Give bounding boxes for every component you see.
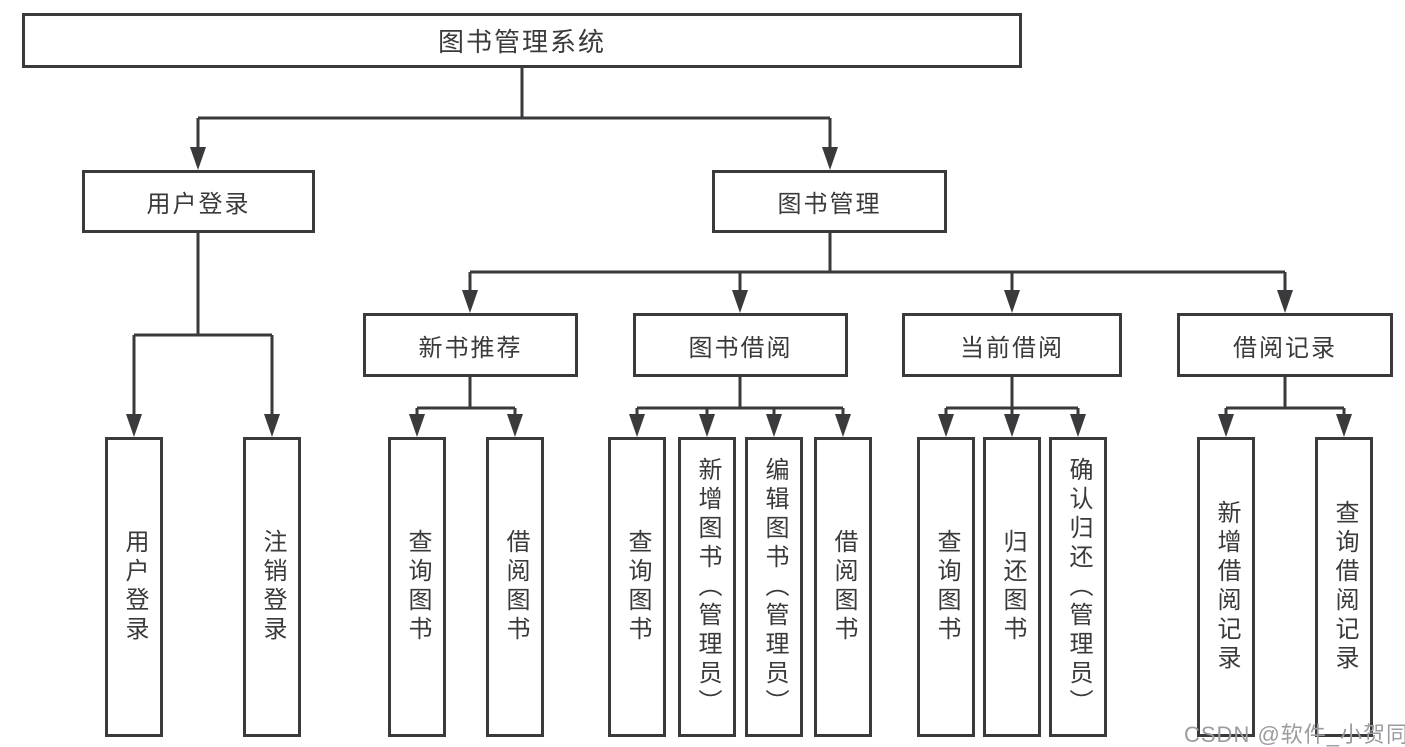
leaf-label: 确认归还（管理员） bbox=[1065, 456, 1092, 718]
leaf-query-book-3: 查询图书 bbox=[917, 437, 975, 737]
node-book-borrow: 图书借阅 bbox=[633, 313, 848, 377]
node-user-login: 用户登录 bbox=[82, 170, 315, 233]
leaf-label: 查询图书 bbox=[624, 529, 651, 645]
node-label: 图书管理系统 bbox=[437, 27, 606, 57]
leaf-query-borrow-record: 查询借阅记录 bbox=[1315, 437, 1373, 737]
leaf-label: 借阅图书 bbox=[830, 529, 857, 645]
leaf-label: 新增借阅记录 bbox=[1213, 500, 1240, 674]
node-book-management: 图书管理 bbox=[712, 170, 947, 233]
leaf-return-book: 归还图书 bbox=[983, 437, 1041, 737]
node-label: 图书管理 bbox=[777, 191, 882, 218]
leaf-label: 注销登录 bbox=[259, 529, 286, 645]
leaf-confirm-return-admin: 确认归还（管理员） bbox=[1049, 437, 1107, 737]
node-borrow-records: 借阅记录 bbox=[1177, 313, 1393, 377]
leaf-query-book-1: 查询图书 bbox=[388, 437, 446, 737]
node-label: 用户登录 bbox=[146, 191, 251, 218]
leaf-label: 用户登录 bbox=[121, 529, 148, 645]
leaf-logout: 注销登录 bbox=[243, 437, 301, 737]
node-label: 图书借阅 bbox=[688, 334, 793, 362]
leaf-borrow-book-1: 借阅图书 bbox=[486, 437, 544, 737]
node-current-borrow: 当前借阅 bbox=[902, 313, 1122, 377]
leaf-label: 编辑图书（管理员） bbox=[761, 456, 788, 718]
leaf-user-login: 用户登录 bbox=[105, 437, 163, 737]
leaf-label: 查询图书 bbox=[933, 529, 960, 645]
leaf-add-borrow-record: 新增借阅记录 bbox=[1197, 437, 1255, 737]
node-label: 当前借阅 bbox=[960, 334, 1064, 362]
node-new-book-recommend: 新书推荐 bbox=[363, 313, 578, 377]
leaf-label: 查询图书 bbox=[404, 529, 431, 645]
leaf-label: 查询借阅记录 bbox=[1331, 500, 1358, 674]
leaf-label: 归还图书 bbox=[999, 529, 1026, 645]
leaf-add-book-admin: 新增图书（管理员） bbox=[678, 437, 736, 737]
leaf-label: 新增图书（管理员） bbox=[694, 456, 721, 718]
leaf-label: 借阅图书 bbox=[502, 529, 529, 645]
leaf-borrow-book-2: 借阅图书 bbox=[814, 437, 872, 737]
leaf-edit-book-admin: 编辑图书（管理员） bbox=[745, 437, 803, 737]
node-label: 借阅记录 bbox=[1233, 334, 1337, 362]
csdn-watermark: CSDN @软件_小贺同学 bbox=[1184, 722, 1405, 747]
node-library-management-system: 图书管理系统 bbox=[22, 13, 1022, 68]
leaf-query-book-2: 查询图书 bbox=[608, 437, 666, 737]
node-label: 新书推荐 bbox=[418, 334, 523, 362]
